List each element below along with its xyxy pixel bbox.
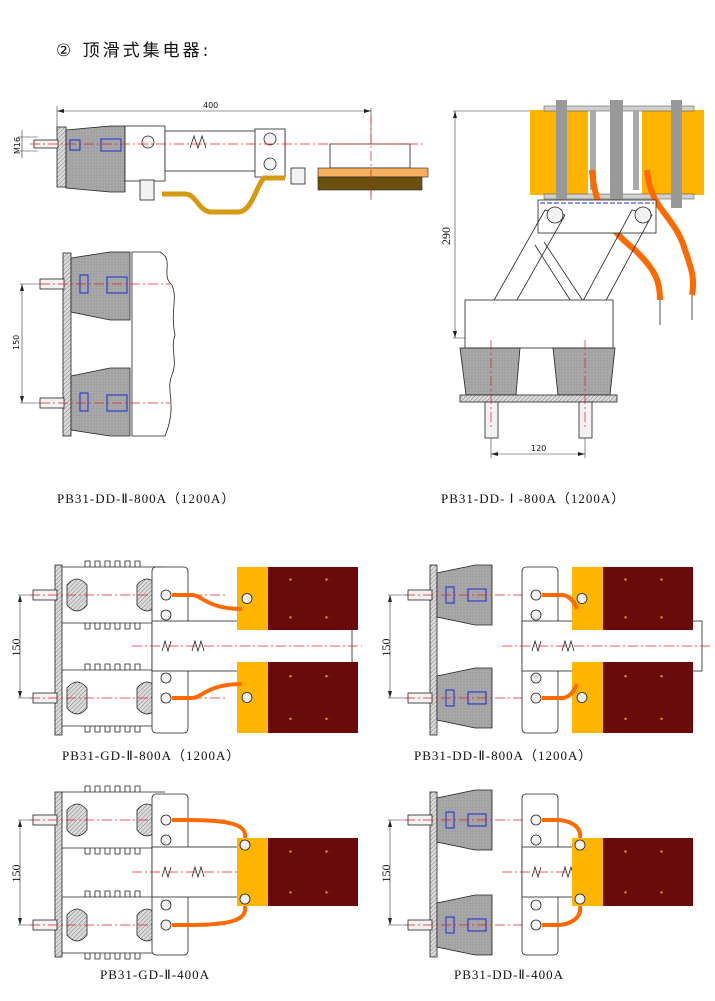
bus-bar-block [603,838,693,906]
insulator-upper [70,251,131,321]
dim-150-label: 150 [9,865,23,883]
page-title: ② 顶滑式集电器: [56,41,212,61]
caption-dd-ii-400a: PB31-DD-Ⅱ-400A [454,967,564,982]
caption-gd-ii-800a: PB31-GD-Ⅱ-800A（1200A） [62,748,241,763]
copper-braid-left [589,169,663,301]
copper-braid [542,593,579,610]
dim-150-label: 150 [379,639,393,657]
insulator-right [552,347,616,396]
insulator-lower [70,367,131,437]
copper-braid-right [644,169,697,296]
bus-bar-block [268,662,358,733]
bus-bar-block [603,662,693,733]
carbon-brush [317,176,423,191]
dim-150-label: 150 [9,639,23,657]
caption-dd-i-800a: PB31-DD- Ⅰ -800A（1200A） [441,491,626,506]
insulator [65,125,126,193]
copper-braid [172,818,248,839]
dim-m16-label: M16 [13,137,22,154]
drawing-gd-ii-400a: 150 [9,785,358,960]
drawing-dd-i-800a: 290 120 [439,100,704,458]
copper-braid [172,682,243,700]
drawing-dd-ii-800a-front: 150 [12,251,176,437]
lead-wire [162,175,285,215]
caption-dd-ii-800a-top: PB31-DD-Ⅱ-800A（1200A） [414,748,593,763]
copper-braid [542,818,583,839]
dim-150-label: 150 [12,335,21,350]
drawing-dd-ii-800a-top: 150 [379,564,712,736]
drawing-side-view-400: 400 M16 [13,101,429,215]
insulator-left [459,347,521,396]
bus-bar-block [268,567,358,630]
drawing-dd-ii-400a: 150 [379,789,693,958]
brush-holder [329,143,411,169]
dim-290-label: 290 [439,227,453,245]
drawing-gd-ii-800a: 150 [9,560,362,736]
bus-bar-block [603,567,693,630]
caption-gd-ii-400a: PB31-GD-Ⅱ-400A [100,967,210,982]
dim-400-label: 400 [203,101,218,110]
copper-braid [542,905,583,927]
copper-braid [172,905,248,927]
frame-bracket [124,125,166,182]
copper-braid [542,683,579,700]
bus-bar-block [268,838,358,906]
dim-150-label: 150 [379,865,393,883]
mounting-plate [56,126,67,188]
caption-dd-ii-800a: PB31-DD-Ⅱ-800A（1200A） [57,491,236,506]
dim-120-label: 120 [531,444,546,453]
copper-braid [172,593,243,611]
